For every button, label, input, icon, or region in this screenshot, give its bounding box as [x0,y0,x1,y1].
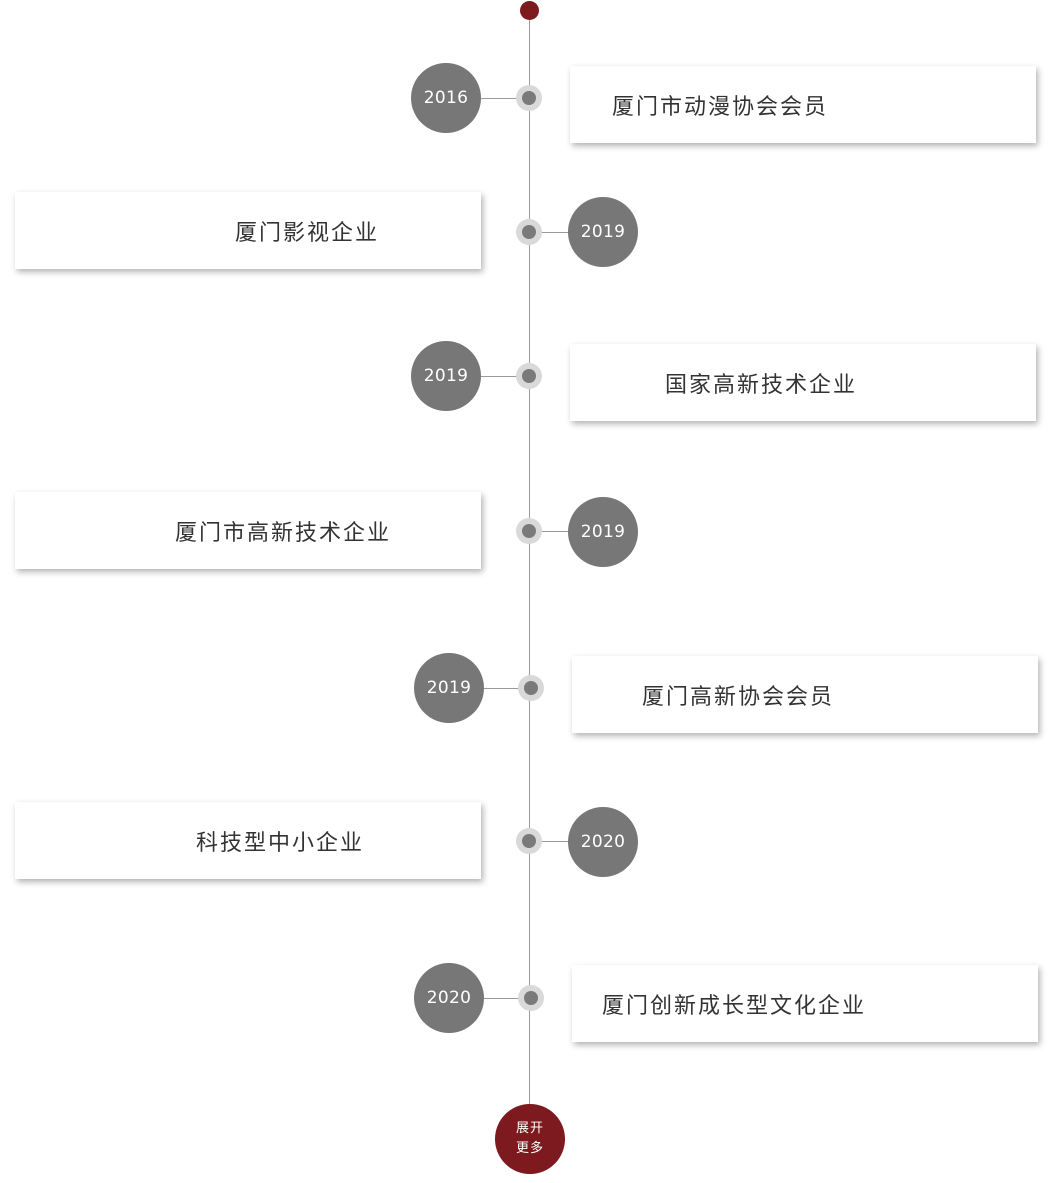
connector-line [481,376,517,377]
timeline-node [516,828,542,854]
milestone-card: 厦门市高新技术企业 [15,492,481,569]
connector-line [542,531,569,532]
connector-line [484,998,518,999]
connector-line [481,98,517,99]
milestone-card: 国家高新技术企业 [570,344,1036,421]
milestone-card: 厦门高新协会会员 [572,656,1038,733]
milestone-card: 厦门创新成长型文化企业 [572,965,1038,1042]
year-badge: 2019 [414,653,484,723]
year-badge: 2020 [414,963,484,1033]
connector-line [484,688,518,689]
milestone-label: 国家高新技术企业 [665,372,858,398]
timeline-node [518,985,544,1011]
year-badge: 2016 [411,63,481,133]
timeline-vertical-line [529,10,530,1138]
milestone-label: 科技型中小企业 [196,830,365,856]
timeline-node [516,219,542,245]
year-badge: 2020 [568,807,638,877]
expand-more-button[interactable]: 展开 更多 [495,1104,565,1174]
connector-line [542,841,569,842]
timeline-node [516,363,542,389]
timeline-node [516,518,542,544]
year-badge: 2019 [411,341,481,411]
year-badge: 2019 [568,197,638,267]
timeline-node [518,675,544,701]
timeline-start-dot [520,1,539,20]
milestone-label: 厦门市动漫协会会员 [612,94,829,120]
milestone-card: 厦门影视企业 [15,192,481,269]
expand-more-label-line2: 更多 [515,1141,544,1156]
milestone-label: 厦门高新协会会员 [642,684,835,710]
connector-line [542,232,569,233]
timeline-node [516,85,542,111]
milestone-card: 科技型中小企业 [15,802,481,879]
expand-more-label-line1: 展开 [515,1121,544,1136]
milestone-label: 厦门市高新技术企业 [175,520,392,546]
milestone-label: 厦门影视企业 [235,220,380,246]
milestone-card: 厦门市动漫协会会员 [570,66,1036,143]
year-badge: 2019 [568,497,638,567]
milestone-label: 厦门创新成长型文化企业 [602,993,867,1019]
